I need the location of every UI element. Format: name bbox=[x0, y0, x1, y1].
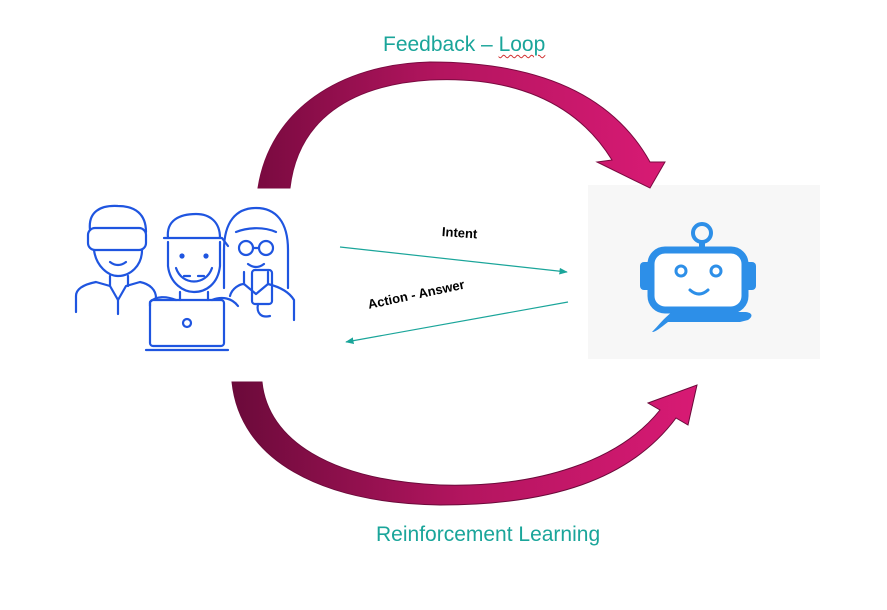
chatbot-icon bbox=[640, 222, 756, 332]
subtitle: Reinforcement Learning bbox=[376, 523, 601, 546]
users-icon bbox=[74, 204, 296, 352]
title-text: Feedback – bbox=[383, 33, 499, 56]
intent-arrow bbox=[339, 246, 568, 275]
reinforcement-arrow-bottom bbox=[231, 381, 698, 506]
answer-arrow bbox=[345, 301, 569, 344]
page-title: Feedback – Loop bbox=[383, 33, 545, 57]
feedback-loop-arrow-top-body bbox=[257, 61, 666, 189]
title-loop-word: Loop bbox=[498, 33, 546, 56]
intent-label: Intent bbox=[441, 224, 478, 242]
